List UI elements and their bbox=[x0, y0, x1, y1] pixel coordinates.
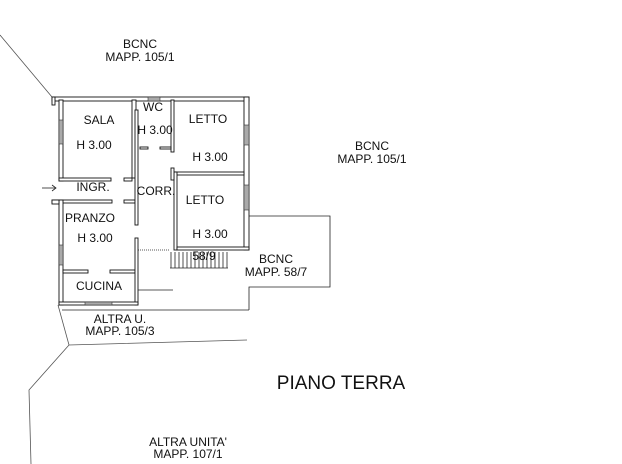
plan-title: PIANO TERRA bbox=[277, 373, 406, 394]
mapp-top-label: MAPP. 105/1 bbox=[105, 50, 174, 64]
room-wc-name: WC bbox=[143, 100, 163, 114]
room-pranzo-height: H 3.00 bbox=[77, 231, 113, 245]
mapp-annex-label: MAPP. 58/7 bbox=[245, 265, 308, 279]
annex-outline bbox=[62, 215, 331, 311]
room-letto1-height: H 3.00 bbox=[192, 150, 228, 164]
mapp-right-label: MAPP. 105/1 bbox=[337, 152, 406, 166]
room-ingr-name: INGR. bbox=[76, 180, 109, 194]
room-pranzo-name: PRANZO bbox=[65, 211, 115, 225]
room-sala-height: H 3.00 bbox=[76, 138, 112, 152]
bcnc-right-label: BCNC bbox=[355, 139, 389, 153]
stairs bbox=[170, 252, 228, 269]
entrance-arrow-icon bbox=[42, 184, 57, 192]
property-boundaries bbox=[0, 34, 248, 464]
room-letto2-name: LETTO bbox=[186, 193, 224, 207]
room-corr-name: CORR. bbox=[137, 184, 176, 198]
room-cucina-name: CUCINA bbox=[76, 279, 122, 293]
altra-unita-label: ALTRA UNITA' bbox=[149, 435, 227, 449]
room-letto2-height: H 3.00 bbox=[192, 227, 228, 241]
room-wc-height: H 3.00 bbox=[137, 123, 173, 137]
stairs-label: 58/9 bbox=[192, 249, 216, 263]
mapp-altra-unita-label: MAPP. 107/1 bbox=[153, 447, 222, 461]
windows bbox=[58, 96, 250, 306]
bcnc-annex-label: BCNC bbox=[259, 252, 293, 266]
altra-u-label: ALTRA U. bbox=[94, 312, 146, 326]
mapp-altra-u-label: MAPP. 105/3 bbox=[85, 324, 154, 338]
room-sala-name: SALA bbox=[84, 113, 115, 127]
room-letto1-name: LETTO bbox=[189, 112, 227, 126]
bcnc-top-label: BCNC bbox=[123, 37, 157, 51]
